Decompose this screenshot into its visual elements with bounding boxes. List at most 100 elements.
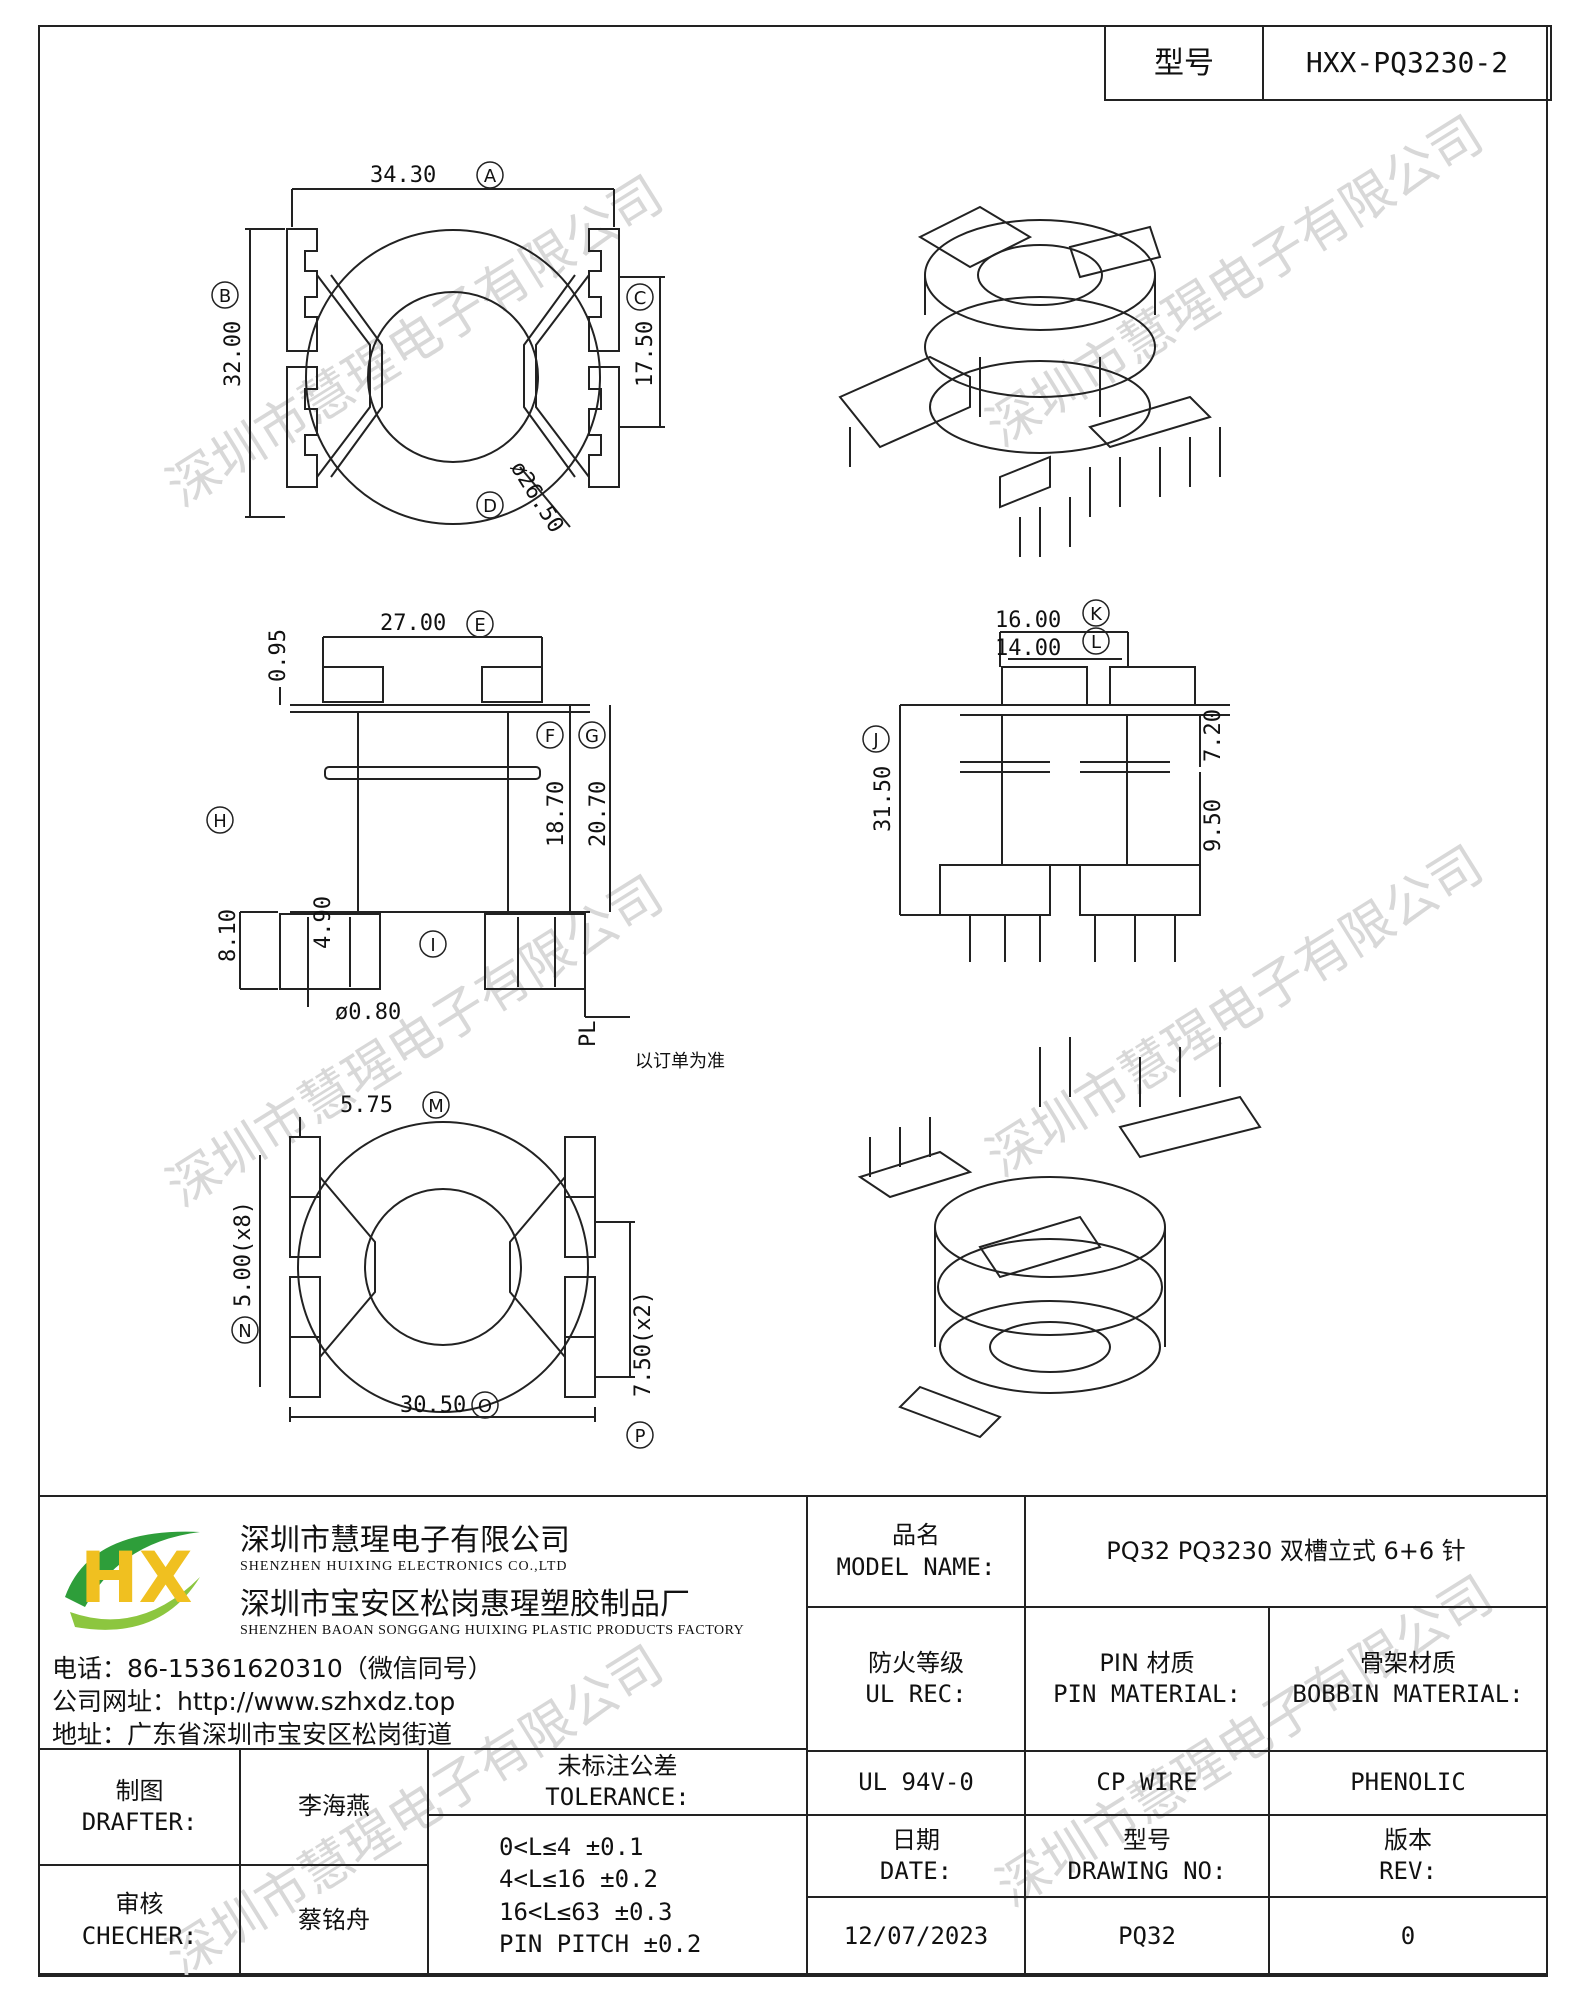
dim-text: 7.20: [1201, 709, 1226, 762]
balloon-O: O: [471, 1391, 499, 1419]
checker-label-en: CHECHER:: [81, 1921, 198, 1950]
pin-material-value: CP WIRE: [1024, 1750, 1270, 1816]
rev-label-en: REV:: [1379, 1857, 1437, 1885]
ul-value: UL 94V-0: [806, 1750, 1026, 1816]
drawing-frame: 深圳市慧瑆电子有限公司 深圳市慧瑆电子有限公司 深圳市慧瑆电子有限公司 深圳市慧…: [38, 25, 1552, 1989]
balloon-C: C: [626, 283, 654, 311]
svg-text:P: P: [635, 1426, 646, 1447]
balloon-I: I: [419, 930, 447, 958]
model-label: 品名 MODEL NAME:: [806, 1495, 1026, 1608]
model-label-en: MODEL NAME:: [836, 1552, 996, 1581]
drawing-no-label-en: DRAWING NO:: [1067, 1857, 1227, 1885]
balloon-K: K: [1082, 599, 1110, 627]
rev-label: 版本 REV:: [1268, 1814, 1548, 1898]
balloon-L: L: [1082, 627, 1110, 655]
svg-text:D: D: [483, 496, 497, 517]
tolerance-label-en: TOLERANCE:: [545, 1783, 690, 1811]
company-logo: HX: [65, 1531, 200, 1630]
dim-text: 5.00(x8): [231, 1201, 256, 1307]
dim-text: 8.10: [216, 909, 241, 962]
balloon-E: E: [466, 610, 494, 638]
balloon-M: M: [422, 1091, 450, 1119]
tolerance-line: 4<L≤16 ±0.2: [499, 1865, 658, 1894]
date-value: 12/07/2023: [806, 1896, 1026, 1977]
dim-text: ø0.80: [335, 1000, 401, 1025]
company-website: 公司网址：http://www.szhxdz.top: [52, 1687, 456, 1716]
dim-text: 9.50: [1201, 799, 1226, 852]
checker-label-cn: 审核: [115, 1890, 164, 1919]
svg-text:M: M: [428, 1096, 444, 1117]
ul-label-en: UL REC:: [865, 1680, 967, 1708]
model-label-cn: 品名: [892, 1521, 940, 1550]
checker-label: 审核 CHECHER:: [38, 1864, 241, 1977]
top-view-front: [286, 228, 620, 525]
dim-text: 27.00: [380, 611, 446, 636]
dim-text: 0.95: [266, 629, 291, 682]
pin-material-label-cn: PIN 材质: [1099, 1648, 1195, 1677]
svg-text:I: I: [430, 935, 435, 956]
balloon-N: N: [231, 1316, 259, 1344]
rev-label-cn: 版本: [1384, 1825, 1432, 1854]
dim-text: 20.70: [586, 781, 611, 847]
dim-text: 30.50: [400, 1393, 466, 1418]
bobbin-material-label-cn: 骨架材质: [1360, 1648, 1456, 1677]
checker-value: 蔡铭舟: [239, 1864, 429, 1977]
dim-text: PL: [576, 1021, 601, 1048]
balloon-D: D: [476, 491, 504, 519]
svg-text:N: N: [238, 1321, 251, 1342]
dim-text: 31.50: [871, 766, 896, 832]
balloon-H: H: [206, 806, 234, 834]
svg-text:B: B: [219, 286, 231, 307]
drafter-label-cn: 制图: [115, 1776, 164, 1805]
tolerance-line: 16<L≤63 ±0.3: [499, 1897, 673, 1926]
tolerance-label-cn: 未标注公差: [557, 1751, 678, 1780]
title-block: HX 深圳市慧瑆电子有限公司 SHENZHEN HUIXING ELECTRON…: [38, 1495, 1548, 1977]
svg-text:O: O: [478, 1396, 492, 1417]
drawing-no-value: PQ32: [1024, 1896, 1270, 1977]
balloon-J: J: [862, 725, 890, 753]
side-view-left: [279, 666, 590, 990]
date-label-cn: 日期: [892, 1825, 940, 1854]
company-info: HX 深圳市慧瑆电子有限公司 SHENZHEN HUIXING ELECTRON…: [38, 1495, 808, 1750]
dim-text: 14.00: [995, 636, 1061, 661]
balloon-G: G: [578, 721, 606, 749]
dim-text: 16.00: [995, 608, 1061, 633]
rev-value: 0: [1268, 1896, 1548, 1977]
svg-text:J: J: [872, 730, 878, 751]
dim-text: 7.50(x2): [631, 1291, 656, 1397]
svg-text:F: F: [545, 726, 555, 747]
svg-text:HX: HX: [80, 1537, 193, 1619]
drafter-value: 李海燕: [239, 1748, 429, 1866]
bobbin-material-label-en: BOBBIN MATERIAL:: [1292, 1680, 1524, 1708]
isometric-view-bottom: [857, 1037, 1262, 1439]
balloon-A: A: [476, 161, 504, 189]
ul-label: 防火等级 UL REC:: [806, 1606, 1026, 1752]
svg-text:C: C: [634, 288, 647, 309]
dim-text: ø26.50: [505, 457, 568, 538]
pin-material-label-en: PIN MATERIAL:: [1053, 1680, 1241, 1708]
svg-text:G: G: [585, 726, 599, 747]
company-name-en: SHENZHEN HUIXING ELECTRONICS CO.,LTD: [240, 1559, 568, 1574]
factory-name-cn: 深圳市宝安区松岗惠瑆塑胶制品厂: [240, 1587, 690, 1622]
drafter-label: 制图 DRAFTER:: [38, 1748, 241, 1866]
tolerance-line: 0<L≤4 ±0.1: [499, 1832, 644, 1861]
technical-drawing: 34.30 32.00 17.50 ø26.50 27.00 18.70 20.…: [206, 161, 1262, 1449]
balloon-P: P: [626, 1421, 654, 1449]
tolerance-label: 未标注公差 TOLERANCE:: [427, 1748, 808, 1816]
balloon-F: F: [536, 721, 564, 749]
tolerance-table: 0<L≤4 ±0.1 4<L≤16 ±0.2 16<L≤63 ±0.3 PIN …: [427, 1814, 808, 1977]
company-phone: 电话：86-15361620310（微信同号）: [52, 1654, 493, 1683]
svg-text:K: K: [1090, 604, 1103, 625]
ul-label-cn: 防火等级: [868, 1648, 964, 1677]
side-view-right: [939, 666, 1230, 962]
model-value: PQ32 PQ3230 双槽立式 6+6 针: [1024, 1495, 1548, 1608]
top-model-value: HXX-PQ3230-2: [1262, 25, 1552, 101]
svg-text:A: A: [484, 166, 497, 187]
drawing-no-label: 型号 DRAWING NO:: [1024, 1814, 1270, 1898]
dim-text: 4.90: [311, 896, 336, 949]
tolerance-line: PIN PITCH ±0.2: [499, 1929, 702, 1958]
bobbin-material-label: 骨架材质 BOBBIN MATERIAL:: [1268, 1606, 1548, 1752]
date-label-en: DATE:: [879, 1857, 953, 1885]
date-label: 日期 DATE:: [806, 1814, 1026, 1898]
dim-text: 以订单为准: [635, 1051, 725, 1072]
